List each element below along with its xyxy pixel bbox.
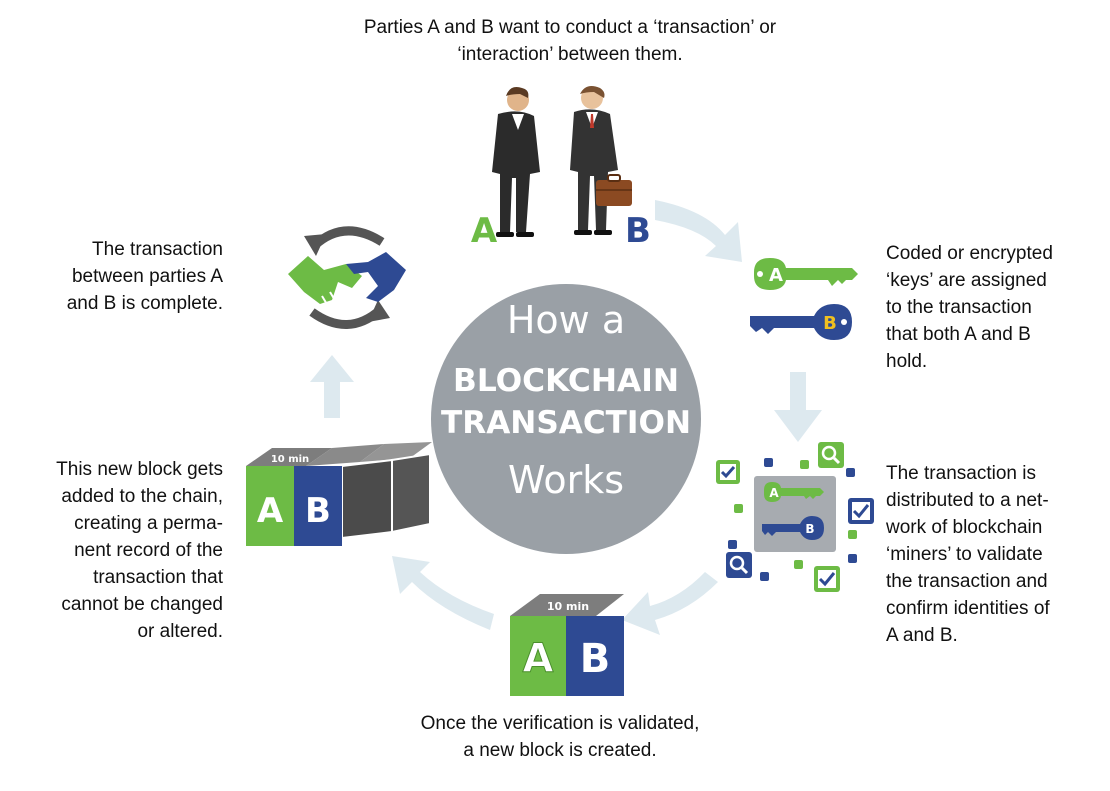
step6-line: between parties A — [71, 266, 223, 287]
center-title-line1: How a — [507, 298, 625, 342]
flow-arrow-4 — [392, 556, 494, 630]
step6-text: The transaction between parties A and B … — [8, 236, 223, 317]
person-b-label: B — [625, 211, 651, 251]
step5-text: This new block gets added to the chain, … — [8, 456, 223, 645]
person-a-icon — [492, 87, 540, 237]
step3-line: the transaction and — [886, 571, 1048, 592]
step5-line: added to the chain, — [61, 486, 223, 507]
blockchain-icon: 10 min A B — [246, 442, 432, 546]
new-block-face-a: A — [523, 636, 554, 682]
person-b-icon — [570, 86, 632, 235]
step2-line: to the transaction — [886, 297, 1032, 318]
step2-text: Coded or encrypted ‘keys’ are assigned t… — [886, 240, 1106, 375]
step5-line: cannot be changed — [61, 594, 223, 615]
step2-line: Coded or encrypted — [886, 243, 1053, 264]
step4-line: Once the verification is validated, — [420, 713, 700, 734]
step3-text: The transaction is distributed to a net-… — [886, 460, 1106, 649]
step1-text: Parties A and B want to conduct a ‘trans… — [290, 14, 850, 68]
magnifier-badge-icon — [818, 442, 844, 468]
step5-line: transaction that — [93, 567, 223, 588]
step5-line: creating a perma- — [74, 513, 223, 534]
panel-blue-key-label: B — [805, 522, 814, 536]
check-badge-icon — [848, 498, 874, 524]
panel-green-key-label: A — [769, 486, 779, 500]
blue-key-icon: B — [750, 304, 852, 340]
flow-arrow-1 — [655, 200, 742, 262]
step4-line: a new block is created. — [463, 740, 657, 761]
check-badge-icon — [716, 460, 740, 484]
chain-block-time: 10 min — [271, 454, 309, 465]
step2-line: hold. — [886, 351, 928, 372]
person-a-label: A — [471, 211, 498, 251]
step3-line: distributed to a net- — [886, 490, 1049, 511]
step3-line: A and B. — [886, 625, 958, 646]
new-block-face-b: B — [580, 636, 611, 682]
miner-network-icon: A B — [716, 442, 874, 592]
flow-arrow-3 — [622, 572, 718, 635]
green-key-icon: A — [754, 258, 858, 290]
step1-line: ‘interaction’ between them. — [457, 44, 683, 65]
step5-line: or altered. — [137, 621, 223, 642]
green-key-label: A — [769, 265, 783, 286]
step5-line: nent record of the — [74, 540, 223, 561]
step2-line: ‘keys’ are assigned — [886, 270, 1047, 291]
magnifier-badge-icon — [726, 552, 752, 578]
step2-line: that both A and B — [886, 324, 1031, 345]
step3-line: work of blockchain — [886, 517, 1043, 538]
chain-block-face-a: A — [257, 491, 284, 531]
step5-line: This new block gets — [56, 459, 223, 480]
panel-blue-key-icon: B — [762, 516, 824, 540]
center-title-line2: BLOCKCHAIN — [453, 363, 679, 399]
flow-arrow-2 — [774, 372, 822, 442]
center-title-line4: Works — [508, 458, 624, 502]
blue-key-label: B — [823, 313, 837, 334]
check-badge-icon — [814, 566, 840, 592]
handshake-icon — [288, 226, 406, 329]
step3-line: confirm identities of — [886, 598, 1050, 619]
center-circle: How a BLOCKCHAIN TRANSACTION Works — [431, 284, 701, 554]
center-title-line3: TRANSACTION — [441, 405, 691, 441]
block-cube-icon: 10 min A B — [510, 594, 624, 696]
chain-block-face-b: B — [305, 491, 331, 531]
businessmen-icon: A B — [471, 86, 651, 251]
panel-green-key-icon: A — [764, 482, 824, 502]
step6-line: and B is complete. — [66, 293, 223, 314]
step4-text: Once the verification is validated, a ne… — [340, 710, 780, 764]
step3-line: ‘miners’ to validate — [886, 544, 1043, 565]
keys-icon: A B — [750, 258, 858, 340]
step6-line: The transaction — [92, 239, 223, 260]
new-block-time: 10 min — [547, 600, 589, 613]
step3-line: The transaction is — [886, 463, 1036, 484]
flow-arrow-5 — [310, 355, 354, 418]
step1-line: Parties A and B want to conduct a ‘trans… — [363, 17, 777, 38]
